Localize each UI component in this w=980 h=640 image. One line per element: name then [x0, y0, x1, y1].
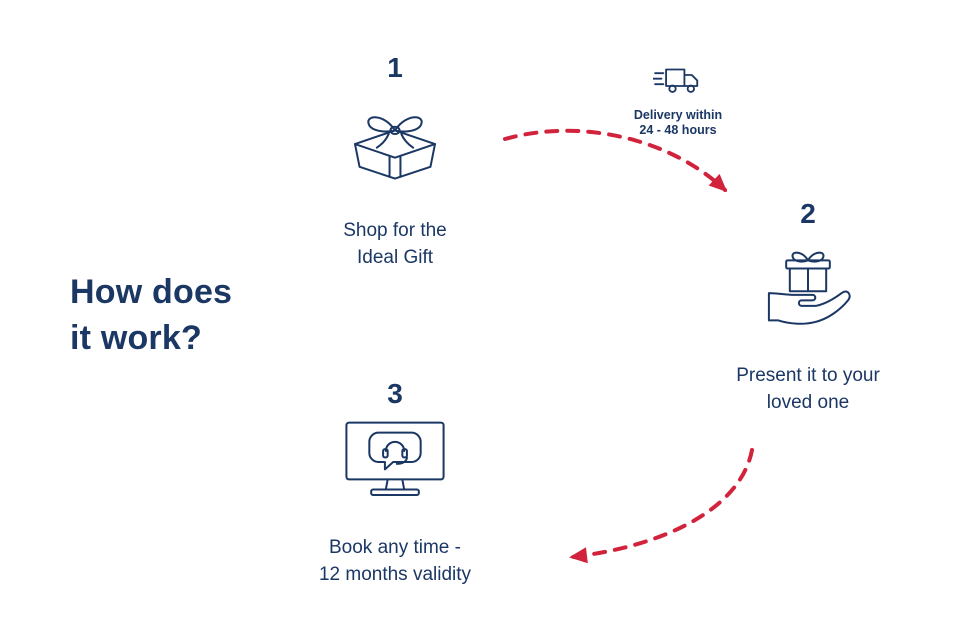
dashed-arrow-step1-to-step2 — [503, 128, 728, 193]
step-label: Book any time - 12 months validity — [319, 535, 471, 588]
delivery-badge: Delivery within 24 - 48 hours — [596, 64, 760, 138]
page-title-line2: it work? — [70, 318, 202, 357]
step-present-gift: 2 Present it to your loved one — [700, 198, 916, 416]
delivery-text: Delivery within 24 - 48 hours — [634, 108, 722, 138]
step-label-line2: Ideal Gift — [356, 246, 434, 268]
step-label: Present it to your loved one — [736, 363, 880, 416]
step-number: 1 — [387, 52, 403, 83]
gift-box-icon — [345, 92, 445, 192]
step-label-line1: Present it to your — [736, 365, 880, 386]
step-shop-gift: 1 Shop for the Ideal Gift — [293, 52, 497, 271]
step-number: 2 — [800, 198, 816, 229]
step-label-line1: Shop for the — [343, 220, 447, 241]
delivery-truck-icon — [652, 64, 703, 102]
step-number: 3 — [387, 378, 403, 409]
step-label-line2: loved one — [766, 391, 850, 413]
dashed-arrow-step2-to-step3 — [569, 448, 754, 564]
hand-holding-gift-icon — [758, 238, 858, 335]
support-monitor-icon — [340, 418, 450, 511]
page-title-line1: How does — [70, 273, 233, 311]
step-label-line1: Book any time - — [328, 537, 461, 558]
step-label-line2: 12 months validity — [318, 563, 472, 585]
page-title: How does it work? — [70, 270, 232, 362]
step-book-service: 3 Book any time - 12 months validity — [258, 378, 532, 588]
delivery-text-line2: 24 - 48 hours — [639, 123, 717, 137]
step-label: Shop for the Ideal Gift — [343, 218, 447, 271]
delivery-text-line1: Delivery within — [633, 108, 723, 122]
